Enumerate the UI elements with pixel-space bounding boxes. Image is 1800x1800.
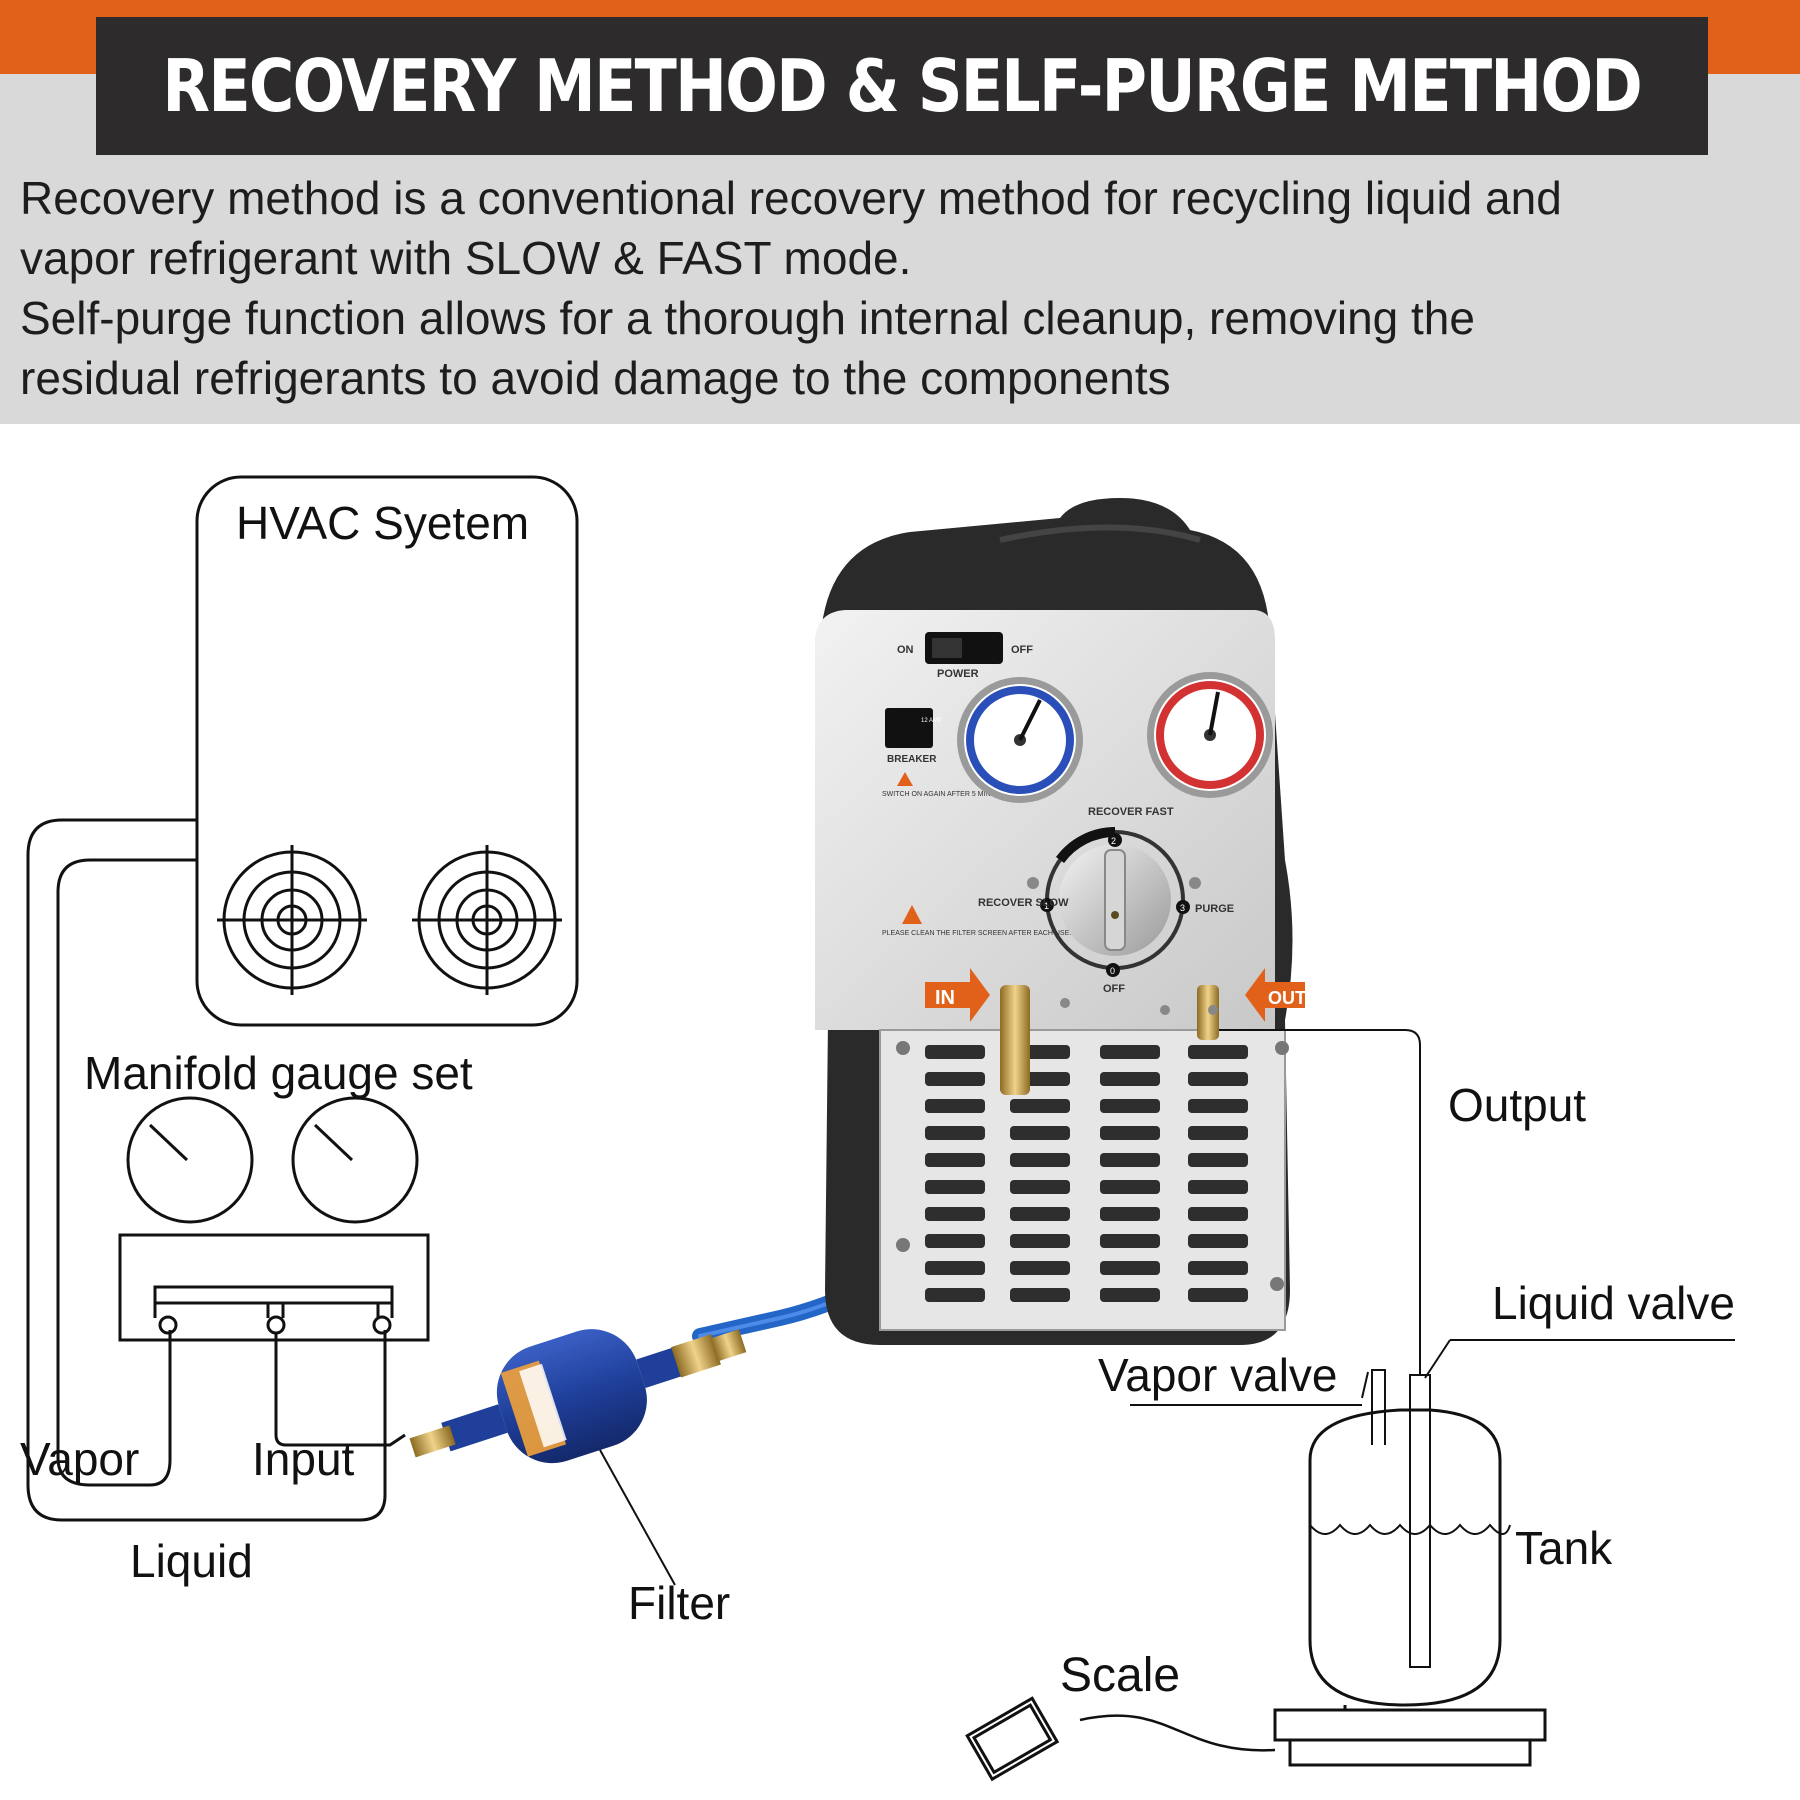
breaker — [885, 708, 933, 748]
in-arrow — [925, 968, 990, 1022]
power-label: POWER — [937, 668, 979, 680]
svg-text:2: 2 — [1111, 836, 1116, 846]
hvac-coil-right — [412, 845, 562, 995]
out-port-fitting — [1197, 985, 1219, 1040]
hvac-system — [195, 475, 579, 1027]
svg-text:0: 0 — [1110, 966, 1115, 976]
output-line — [1219, 1029, 1431, 1668]
out-label: OUT — [1268, 988, 1306, 1008]
manifold-gauge-left — [126, 1096, 254, 1224]
scale-remote — [965, 1696, 1060, 1782]
description-line-1: Recovery method is a conventional recove… — [20, 172, 1562, 224]
manifold-gauge-set — [118, 1096, 430, 1447]
filter-drier — [409, 1329, 747, 1464]
high-pressure-gauge — [1147, 672, 1273, 798]
vapor-label: Vapor — [20, 1433, 140, 1485]
off-dial-label: OFF — [1103, 983, 1125, 995]
manifold-body — [118, 1233, 430, 1342]
recover-slow-label: RECOVER SLOW — [978, 897, 1069, 909]
recovery-machine: ON OFF POWER 12 AMP BREAKER SWITCH ON AG… — [815, 498, 1306, 1345]
amp-label: 12 AMP — [921, 718, 942, 724]
svg-text:1: 1 — [1044, 901, 1049, 911]
vapor-valve-label: Vapor valve — [1098, 1349, 1338, 1401]
scale-label: Scale — [1060, 1649, 1181, 1702]
vent-slots — [925, 1045, 1248, 1302]
purge-label: PURGE — [1195, 903, 1234, 915]
filter-leader-line — [599, 1449, 676, 1586]
hvac-system-label: HVAC Syetem — [236, 497, 530, 549]
out-arrow — [1245, 968, 1305, 1022]
tank-valve-leaders — [1130, 1339, 1735, 1406]
page-title: RECOVERY METHOD & SELF-PURGE METHOD — [162, 44, 1643, 128]
liquid-valve-label: Liquid valve — [1492, 1277, 1735, 1329]
description-line-3: Self-purge function allows for a thoroug… — [20, 292, 1475, 344]
manifold-label: Manifold gauge set — [84, 1047, 473, 1099]
manifold-gauge-right — [291, 1096, 419, 1224]
description-line-2: vapor refrigerant with SLOW & FAST mode. — [20, 232, 912, 284]
description: Recovery method is a conventional recove… — [20, 168, 1770, 408]
breaker-label: BREAKER — [887, 754, 937, 765]
recover-fast-label: RECOVER FAST — [1088, 806, 1174, 818]
in-label: IN — [935, 987, 955, 1009]
scale — [965, 1696, 1547, 1782]
on-label: ON — [897, 644, 914, 656]
in-port-fitting — [1000, 985, 1030, 1095]
tank-label: Tank — [1515, 1522, 1613, 1574]
filter-label: Filter — [628, 1577, 731, 1629]
low-pressure-gauge — [957, 677, 1083, 803]
description-line-4: residual refrigerants to avoid damage to… — [20, 352, 1171, 404]
filter-warning: PLEASE CLEAN THE FILTER SCREEN AFTER EAC… — [882, 930, 1071, 937]
switch-warning: SWITCH ON AGAIN AFTER 5 MINUTES — [882, 791, 1010, 798]
title-bar: RECOVERY METHOD & SELF-PURGE METHOD — [96, 17, 1708, 155]
output-label: Output — [1448, 1079, 1587, 1131]
hoses-hvac-manifold — [26, 818, 387, 1522]
hvac-coil-left — [217, 845, 367, 995]
warning-icon — [897, 772, 913, 786]
tank — [1308, 1369, 1511, 1707]
input-label: Input — [252, 1433, 355, 1485]
svg-text:3: 3 — [1180, 903, 1185, 913]
off-switch-label: OFF — [1011, 644, 1033, 656]
liquid-label: Liquid — [130, 1535, 253, 1587]
